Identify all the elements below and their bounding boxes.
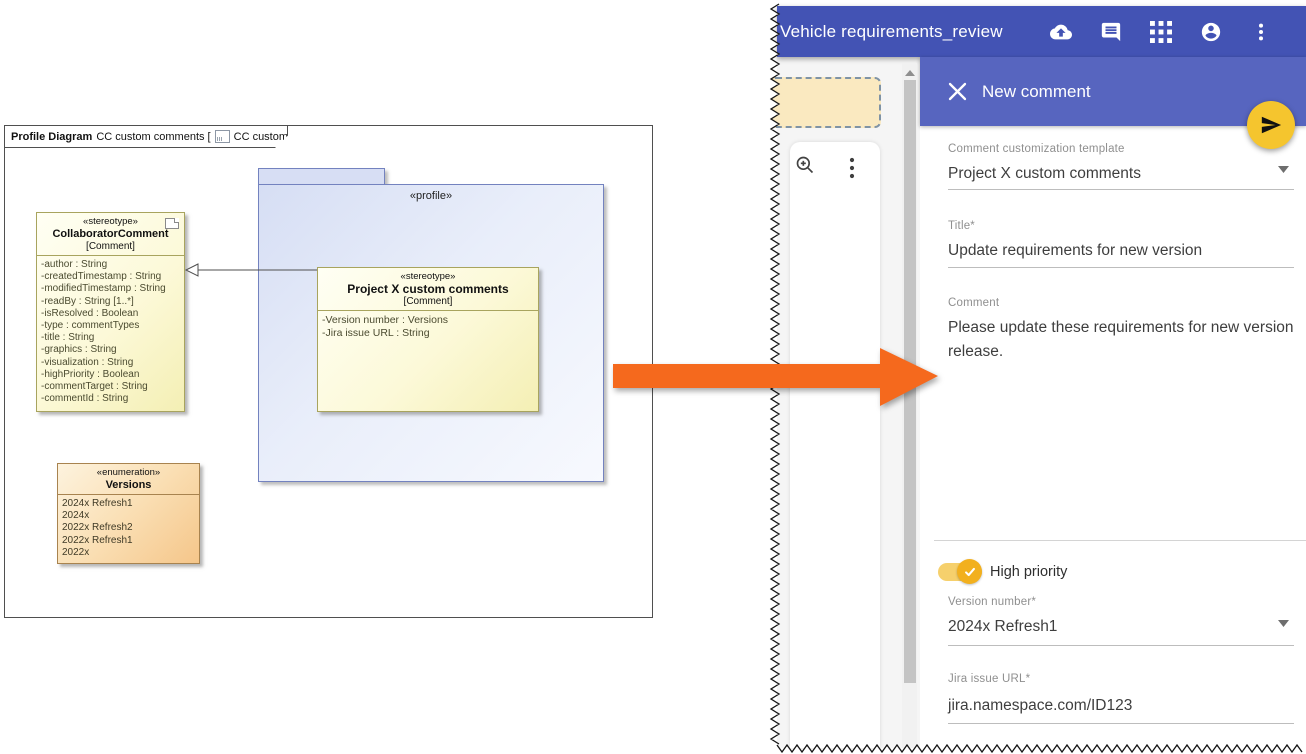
diagram-context-label: CC custom comments [ <box>96 130 211 143</box>
attribute: -graphics : String <box>41 344 117 356</box>
more-vert-icon[interactable] <box>1250 21 1272 43</box>
literal-list: 2024x Refresh1 2024x 2022x Refresh2 2022… <box>58 495 199 559</box>
jira-field-value[interactable]: jira.namespace.com/ID123 <box>948 697 1133 714</box>
projectx-comments-box[interactable]: «stereotype» Project X custom comments [… <box>317 267 539 412</box>
close-icon[interactable] <box>948 82 967 101</box>
attribute-list: -author : String -createdTimestamp : Str… <box>37 256 184 405</box>
check-icon <box>964 567 975 576</box>
enumeration-name: Versions <box>105 479 152 491</box>
generalization-arrowhead-icon <box>184 263 199 277</box>
stereotype-keyword: «stereotype» <box>83 216 138 227</box>
literal: 2024x <box>62 510 90 522</box>
high-priority-toggle[interactable] <box>938 559 982 584</box>
version-field-underline <box>948 645 1294 646</box>
attribute: -visualization : String <box>41 356 134 368</box>
jira-field-underline <box>948 723 1294 724</box>
canvas-toolbar-card <box>790 142 880 748</box>
cloud-upload-icon[interactable] <box>1050 21 1072 43</box>
new-comment-header: New comment <box>920 57 1306 126</box>
template-dropdown-caret-icon[interactable] <box>1278 166 1289 173</box>
attribute: -commentId : String <box>41 393 129 405</box>
literal: 2022x Refresh2 <box>62 522 133 534</box>
attribute: -isResolved : Boolean <box>41 307 139 319</box>
attribute: -title : String <box>41 332 95 344</box>
selected-comment-note[interactable] <box>770 77 881 128</box>
zoom-in-icon[interactable] <box>795 155 815 175</box>
comments-icon[interactable] <box>1100 21 1122 43</box>
stereotype-keyword: «stereotype» <box>400 271 456 282</box>
callout-arrow-icon <box>613 348 938 406</box>
app-bar-actions <box>1050 20 1272 43</box>
stereotype-metaclass: [Comment] <box>86 241 135 252</box>
comment-element-icon <box>165 218 179 229</box>
stereotype-name: CollaboratorComment <box>52 228 169 240</box>
diagram-frame-header: Profile Diagram CC custom comments [ CC … <box>4 125 288 148</box>
attribute: -Version number : Versions <box>322 314 449 326</box>
new-comment-panel: New comment Comment customization templa… <box>920 57 1306 748</box>
jira-field-label: Jira issue URL* <box>948 673 1031 685</box>
literal: 2022x Refresh1 <box>62 534 133 546</box>
attribute: -Jira issue URL : String <box>322 327 430 339</box>
versions-enumeration-box[interactable]: «enumeration» Versions 2024x Refresh1 20… <box>57 463 200 564</box>
template-field-value[interactable]: Project X custom comments <box>948 165 1141 182</box>
send-icon <box>1261 116 1282 134</box>
title-field-underline <box>948 267 1294 268</box>
profile-stereotype-label: «profile» <box>409 190 453 202</box>
profile-package[interactable]: «profile» <box>258 184 604 482</box>
attribute: -modifiedTimestamp : String <box>41 283 166 295</box>
apps-grid-icon[interactable] <box>1150 20 1172 43</box>
template-field-label: Comment customization template <box>948 143 1125 155</box>
toggle-thumb <box>957 559 982 584</box>
enumeration-keyword: «enumeration» <box>96 467 161 478</box>
collaborator-comment-box[interactable]: «stereotype» CollaboratorComment [Commen… <box>36 212 185 412</box>
attribute: -commentTarget : String <box>41 381 148 393</box>
attribute: -author : String <box>41 259 108 270</box>
version-field-value[interactable]: 2024x Refresh1 <box>948 618 1058 635</box>
comment-field-underline <box>934 540 1306 541</box>
version-field-label: Version number* <box>948 596 1037 608</box>
attribute: -type : commentTypes <box>41 320 140 332</box>
send-comment-button[interactable] <box>1247 101 1295 149</box>
panel-title: New comment <box>982 81 1091 101</box>
canvas-more-vert-icon[interactable] <box>848 157 856 179</box>
title-field-value[interactable]: Update requirements for new version <box>948 242 1203 259</box>
app-bar: Vehicle requirements_review <box>777 6 1306 57</box>
diagram-type-icon <box>215 130 230 143</box>
diagram-kind-label: Profile Diagram <box>11 130 93 143</box>
template-field-underline <box>948 189 1294 190</box>
title-field-label: Title* <box>948 220 975 232</box>
comment-field-label: Comment <box>948 297 1000 309</box>
literal: 2022x <box>62 546 90 558</box>
comment-field-value[interactable]: Please update these requirements for new… <box>948 319 1294 360</box>
attribute: -highPriority : Boolean <box>41 368 140 380</box>
account-icon[interactable] <box>1200 21 1222 43</box>
high-priority-label: High priority <box>990 564 1068 580</box>
version-dropdown-caret-icon[interactable] <box>1278 620 1289 627</box>
stereotype-metaclass: [Comment] <box>403 296 453 307</box>
attribute-list: -Version number : Versions -Jira issue U… <box>318 311 538 340</box>
generalization-connector[interactable] <box>180 258 322 282</box>
app-title: Vehicle requirements_review <box>780 21 1003 41</box>
attribute: -readBy : String [1..*] <box>41 295 134 307</box>
literal: 2024x Refresh1 <box>62 498 133 509</box>
attribute: -createdTimestamp : String <box>41 271 162 283</box>
stereotype-name: Project X custom comments <box>347 282 509 296</box>
scrollbar-up-arrow-icon[interactable] <box>905 70 915 76</box>
